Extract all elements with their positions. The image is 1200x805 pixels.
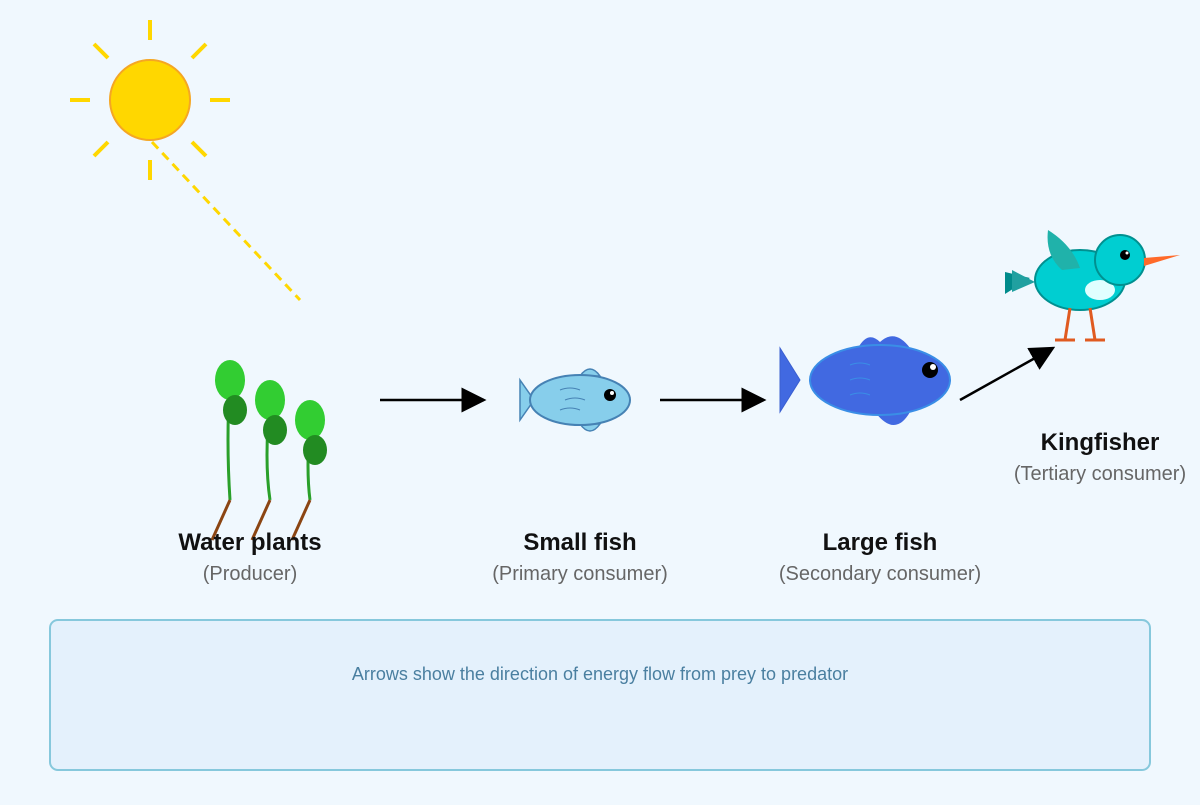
water-plants-role: (Producer) (203, 563, 297, 585)
kingfisher-label: Kingfisher (1041, 429, 1160, 456)
large-fish-icon (779, 336, 951, 425)
sunlight-ray (150, 140, 302, 302)
large-fish-role: (Secondary consumer) (779, 563, 981, 585)
water-plants-label: Water plants (178, 529, 321, 556)
small-fish-label: Small fish (523, 529, 636, 556)
sun-icon (70, 20, 230, 180)
energy-flow-note: Arrows show the direction of energy flow… (352, 664, 848, 684)
kingfisher-role: (Tertiary consumer) (1014, 463, 1186, 485)
kingfisher-icon (1005, 230, 1180, 342)
note-box (49, 619, 1151, 771)
energy-arrow-3 (959, 346, 1056, 402)
small-fish-role: (Primary consumer) (492, 563, 668, 585)
water-plants-icon (210, 360, 327, 541)
large-fish-label: Large fish (823, 529, 938, 556)
small-fish-icon (519, 368, 631, 432)
